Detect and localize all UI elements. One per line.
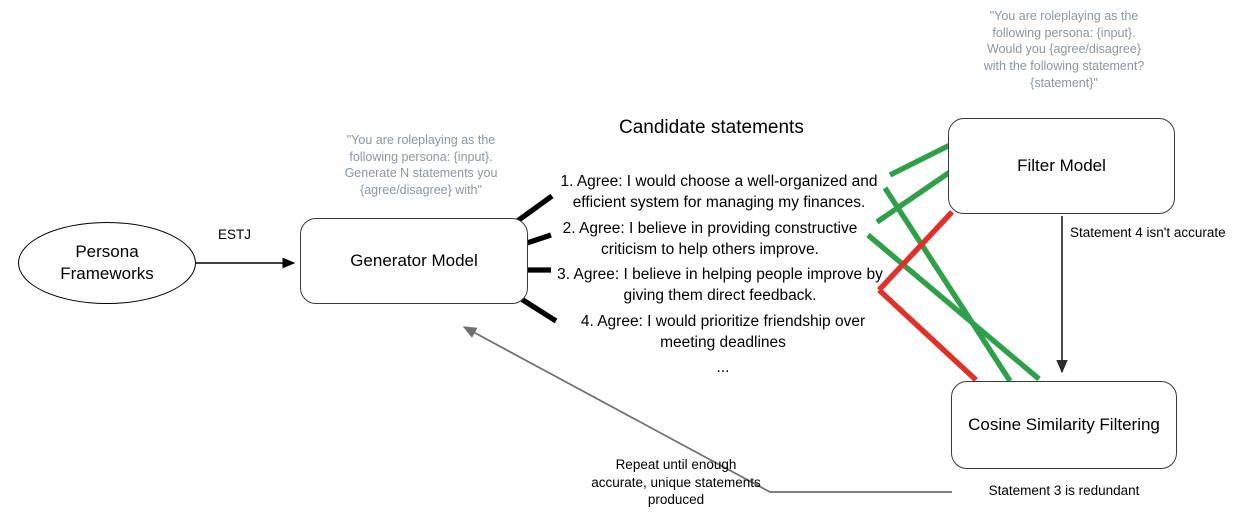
node-persona-frameworks[interactable]: Persona Frameworks — [18, 222, 196, 304]
node-cosine-similarity-filtering[interactable]: Cosine Similarity Filtering — [951, 381, 1177, 469]
node-generator-model[interactable]: Generator Model — [300, 218, 528, 304]
candidate-statement-2: 2. Agree: I believe in providing constru… — [562, 220, 858, 258]
link-statement-2-accepted — [875, 169, 952, 225]
edge-label-estj: ESTJ — [218, 227, 252, 242]
tick-statement-1 — [514, 193, 554, 225]
edge-label-statement-4-inaccurate: Statement 4 isn't accurate — [1070, 225, 1226, 240]
candidate-statement-3: 3. Agree: I believe in helping people im… — [557, 266, 883, 304]
node-filter-model[interactable]: Filter Model — [948, 118, 1175, 214]
node-filter-model-label: Filter Model — [1017, 156, 1106, 175]
node-generator-model-label: Generator Model — [350, 251, 478, 270]
candidate-statement-ellipsis: ... — [716, 359, 730, 376]
link-statement-1-accepted — [888, 142, 952, 178]
prompt-generator: "You are roleplaying as the following pe… — [344, 133, 498, 197]
link-statement-3-accepted — [882, 186, 1013, 383]
candidate-statement-4: 4. Agree: I would prioritize friendship … — [580, 313, 866, 351]
node-cosine-similarity-filtering-label: Cosine Similarity Filtering — [968, 415, 1160, 434]
prompt-filter: "You are roleplaying as the following pe… — [983, 9, 1145, 90]
candidate-statements-heading: Candidate statements — [619, 117, 804, 138]
node-persona-frameworks-label: Persona Frameworks — [60, 241, 154, 283]
caption-statement-3-redundant: Statement 3 is redundant — [988, 483, 1140, 498]
caption-feedback-loop: Repeat until enough accurate, unique sta… — [591, 457, 761, 508]
link-statement-rejected-lower — [877, 288, 978, 382]
candidate-statement-1: 1. Agree: I would choose a well-organize… — [560, 173, 878, 211]
link-statement-rejected-upper — [877, 210, 954, 292]
link-statement-4-accepted — [866, 232, 1041, 382]
